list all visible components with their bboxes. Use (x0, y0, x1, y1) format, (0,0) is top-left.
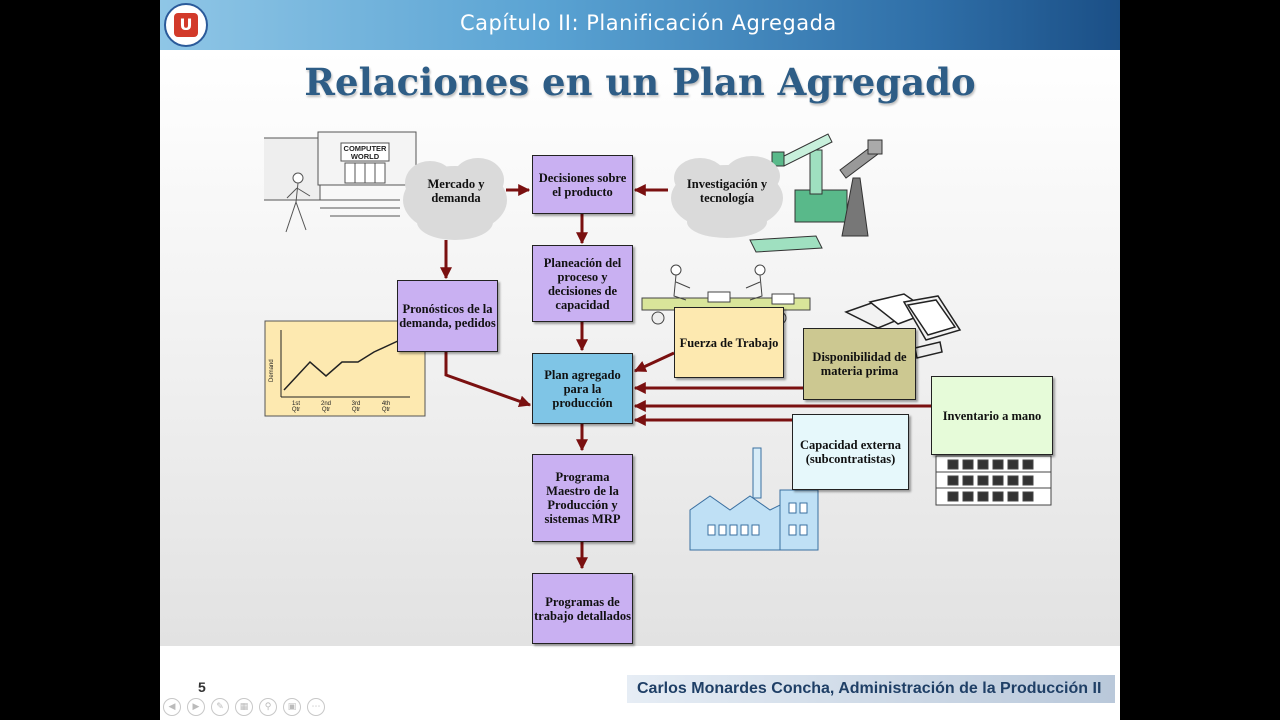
slide: U Capítulo II: Planificación Agregada Re… (160, 0, 1120, 720)
slides-icon[interactable]: ▦ (235, 698, 253, 716)
detailed-schedules-box: Programas de trabajo detallados (532, 573, 633, 644)
diagram-graphics: COMPUTER WORLD (264, 131, 1052, 570)
research-cloud (671, 156, 783, 238)
more-icon[interactable]: ⋯ (307, 698, 325, 716)
page-number: 5 (198, 679, 206, 695)
market-cloud-label: Mercado y demanda (427, 177, 485, 205)
factory-illustration (689, 447, 819, 551)
slideshow-controls: ◀ ▶ ✎ ▦ ⚲ ▣ ⋯ (163, 698, 325, 718)
header-title: Capítulo II: Planificación Agregada (460, 11, 837, 35)
shelves-illustration (935, 455, 1052, 506)
prev-icon[interactable]: ◀ (163, 698, 181, 716)
logo-shield: U (174, 13, 198, 37)
demand-ylabel: Demand (269, 359, 275, 382)
product-decisions-box: Decisiones sobre el producto (532, 155, 633, 214)
process-planning-box: Planeación del proceso y decisiones de c… (532, 245, 633, 322)
diagram-arrows (440, 184, 931, 570)
mps-box: Programa Maestro de la Producción y sist… (532, 454, 633, 542)
screen-icon[interactable]: ▣ (283, 698, 301, 716)
footer-bar: Carlos Monardes Concha, Administración d… (627, 675, 1115, 703)
robot-illustration (749, 133, 883, 253)
aggregate-plan-box: Plan agregado para la producción (532, 353, 633, 424)
store-sign-text: COMPUTER (344, 144, 388, 153)
raw-material-box: Disponibilidad de materia prima (803, 328, 916, 400)
materials-illustration (844, 293, 962, 359)
slide-title: Relaciones en un Plan Agregado (304, 60, 976, 104)
external-capacity-box: Capacidad externa (subcontratistas) (792, 414, 909, 490)
workforce-box: Fuerza de Trabajo (674, 307, 784, 378)
next-icon[interactable]: ▶ (187, 698, 205, 716)
store-illustration: COMPUTER WORLD (264, 131, 417, 233)
pen-icon[interactable]: ✎ (211, 698, 229, 716)
university-logo: U (164, 3, 208, 47)
footer-author: Carlos Monardes Concha, Administración d… (637, 680, 1102, 697)
header-bar: U Capítulo II: Planificación Agregada (160, 0, 1120, 50)
zoom-icon[interactable]: ⚲ (259, 698, 277, 716)
market-cloud (403, 158, 507, 240)
inventory-box: Inventario a mano (931, 376, 1053, 455)
svg-text:WORLD: WORLD (351, 152, 380, 161)
research-cloud-label: Investigación y tecnología (686, 177, 768, 205)
forecasts-box: Pronósticos de la demanda, pedidos (397, 280, 498, 352)
